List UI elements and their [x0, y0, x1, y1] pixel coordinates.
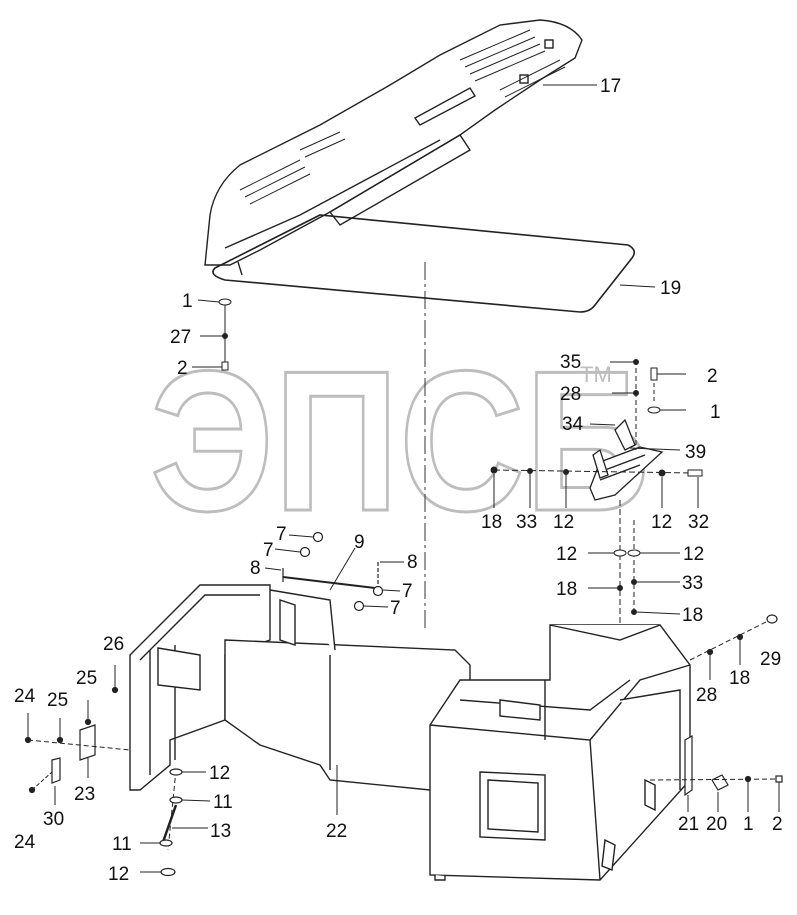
part-labels: 17 19 1 27 2 35 28 34 39 2 1 18 33 12 12… — [14, 76, 783, 885]
label-32: 32 — [688, 512, 709, 533]
label-7-b: 7 — [263, 540, 274, 561]
label-24: 24 — [14, 686, 36, 707]
watermark: ЭПСБ TM — [149, 329, 652, 555]
label-18-b: 18 — [556, 579, 577, 600]
label-28-b: 28 — [696, 685, 717, 706]
label-1-latch: 1 — [710, 402, 721, 423]
label-39: 39 — [685, 442, 706, 463]
label-2-latch: 2 — [707, 366, 718, 387]
label-13: 13 — [210, 821, 231, 842]
hood-fasteners — [192, 298, 232, 371]
label-17: 17 — [600, 76, 621, 97]
label-2: 2 — [177, 358, 188, 379]
label-26: 26 — [103, 634, 124, 655]
hood-part-17 — [204, 19, 583, 276]
label-33: 33 — [516, 512, 537, 533]
label-30: 30 — [43, 809, 64, 830]
label-19: 19 — [660, 278, 681, 299]
gasket-part-19 — [212, 214, 636, 313]
label-22: 22 — [326, 821, 347, 842]
label-21: 21 — [678, 814, 699, 835]
label-34: 34 — [562, 414, 584, 435]
label-7-d: 7 — [390, 598, 401, 619]
label-18-c: 18 — [682, 605, 703, 626]
frame-part-22 — [129, 584, 691, 881]
latch-assembly-39 — [589, 418, 681, 501]
label-11-b: 11 — [112, 834, 132, 855]
label-27: 27 — [170, 327, 191, 348]
label-35: 35 — [560, 352, 581, 373]
label-29: 29 — [760, 649, 781, 670]
label-1-right: 1 — [743, 814, 754, 835]
prop-rod-13 — [140, 765, 338, 877]
label-12-e: 12 — [209, 763, 230, 784]
latch-fasteners — [490, 359, 703, 630]
label-20: 20 — [706, 814, 727, 835]
label-12-d: 12 — [683, 544, 704, 565]
label-2-right: 2 — [772, 814, 783, 835]
label-18: 18 — [481, 512, 502, 533]
leader-19 — [619, 284, 656, 288]
label-23: 23 — [74, 784, 95, 805]
label-7: 7 — [276, 524, 287, 545]
label-18-d: 18 — [729, 668, 750, 689]
label-12-b: 12 — [651, 512, 672, 533]
watermark-tm: TM — [580, 362, 612, 387]
label-33-b: 33 — [682, 573, 703, 594]
label-8: 8 — [250, 558, 261, 579]
right-side-hardware — [649, 614, 783, 812]
label-12: 12 — [553, 512, 574, 533]
label-12-c: 12 — [556, 544, 577, 565]
left-bracket-hardware — [24, 665, 131, 805]
label-12-f: 12 — [108, 864, 129, 885]
label-24-b: 24 — [14, 832, 36, 853]
label-9: 9 — [354, 532, 365, 553]
label-11: 11 — [213, 792, 233, 813]
watermark-text: ЭПСБ — [150, 330, 650, 553]
label-28: 28 — [560, 384, 581, 405]
label-7-c: 7 — [402, 581, 413, 602]
label-1: 1 — [182, 291, 193, 312]
label-25-b: 25 — [47, 690, 68, 711]
linkage-rod-9 — [264, 531, 404, 612]
label-8-b: 8 — [407, 552, 418, 573]
label-25: 25 — [76, 668, 97, 689]
